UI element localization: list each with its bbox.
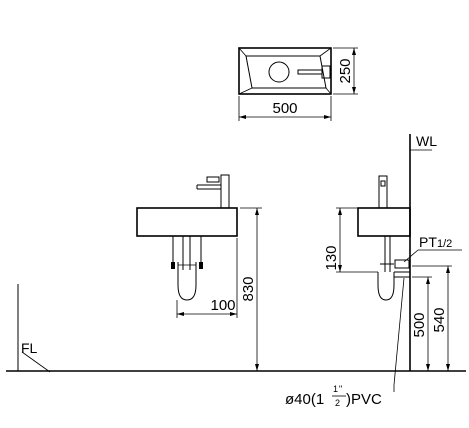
drain-circle-top (268, 61, 290, 83)
drain-height-label: 500 (411, 312, 428, 337)
floor-label: FL (21, 340, 38, 356)
supply-valve (394, 259, 410, 269)
drain-pipe-label-suffix: )PVC (346, 391, 382, 408)
bowl-outline-top (245, 55, 327, 89)
front-view: 100 830 (136, 174, 262, 371)
basin-side (357, 207, 411, 237)
supply-height-label: 540 (431, 307, 448, 332)
drain-pipe-label-prefix: ø40(1 (285, 391, 324, 408)
faucet-lever-front (206, 176, 220, 183)
trap-front (177, 284, 197, 301)
side-view: WL PT 1/2 130 540 (323, 133, 462, 392)
basin-front (136, 207, 238, 237)
trap-side (377, 284, 395, 301)
basin-outline-top (238, 47, 332, 95)
wall-label: WL (416, 133, 437, 149)
width-label: 500 (272, 100, 297, 117)
top-view: 500 250 (238, 47, 358, 121)
floor: FL (6, 284, 466, 373)
basin-depth-label: 130 (323, 245, 340, 270)
drain-pipe-fraction-den: 2 (335, 398, 340, 408)
drain-pipe-fraction-num: 1 (333, 384, 338, 394)
drain-pipe-fraction-mark: " (339, 384, 342, 394)
faucet-body-front (220, 174, 230, 209)
supply-label: PT (419, 234, 437, 250)
faucet-body-top (321, 65, 331, 79)
drain-pipe-label: ø40(1 1 " 2 )PVC (285, 384, 382, 408)
faucet-spout-top (297, 69, 323, 75)
supply-label-size: 1/2 (437, 238, 452, 250)
faucet-side (378, 175, 388, 209)
depth-label: 250 (337, 58, 354, 83)
spout-drop-label: 100 (210, 297, 235, 314)
rim-height-label: 830 (240, 276, 257, 301)
